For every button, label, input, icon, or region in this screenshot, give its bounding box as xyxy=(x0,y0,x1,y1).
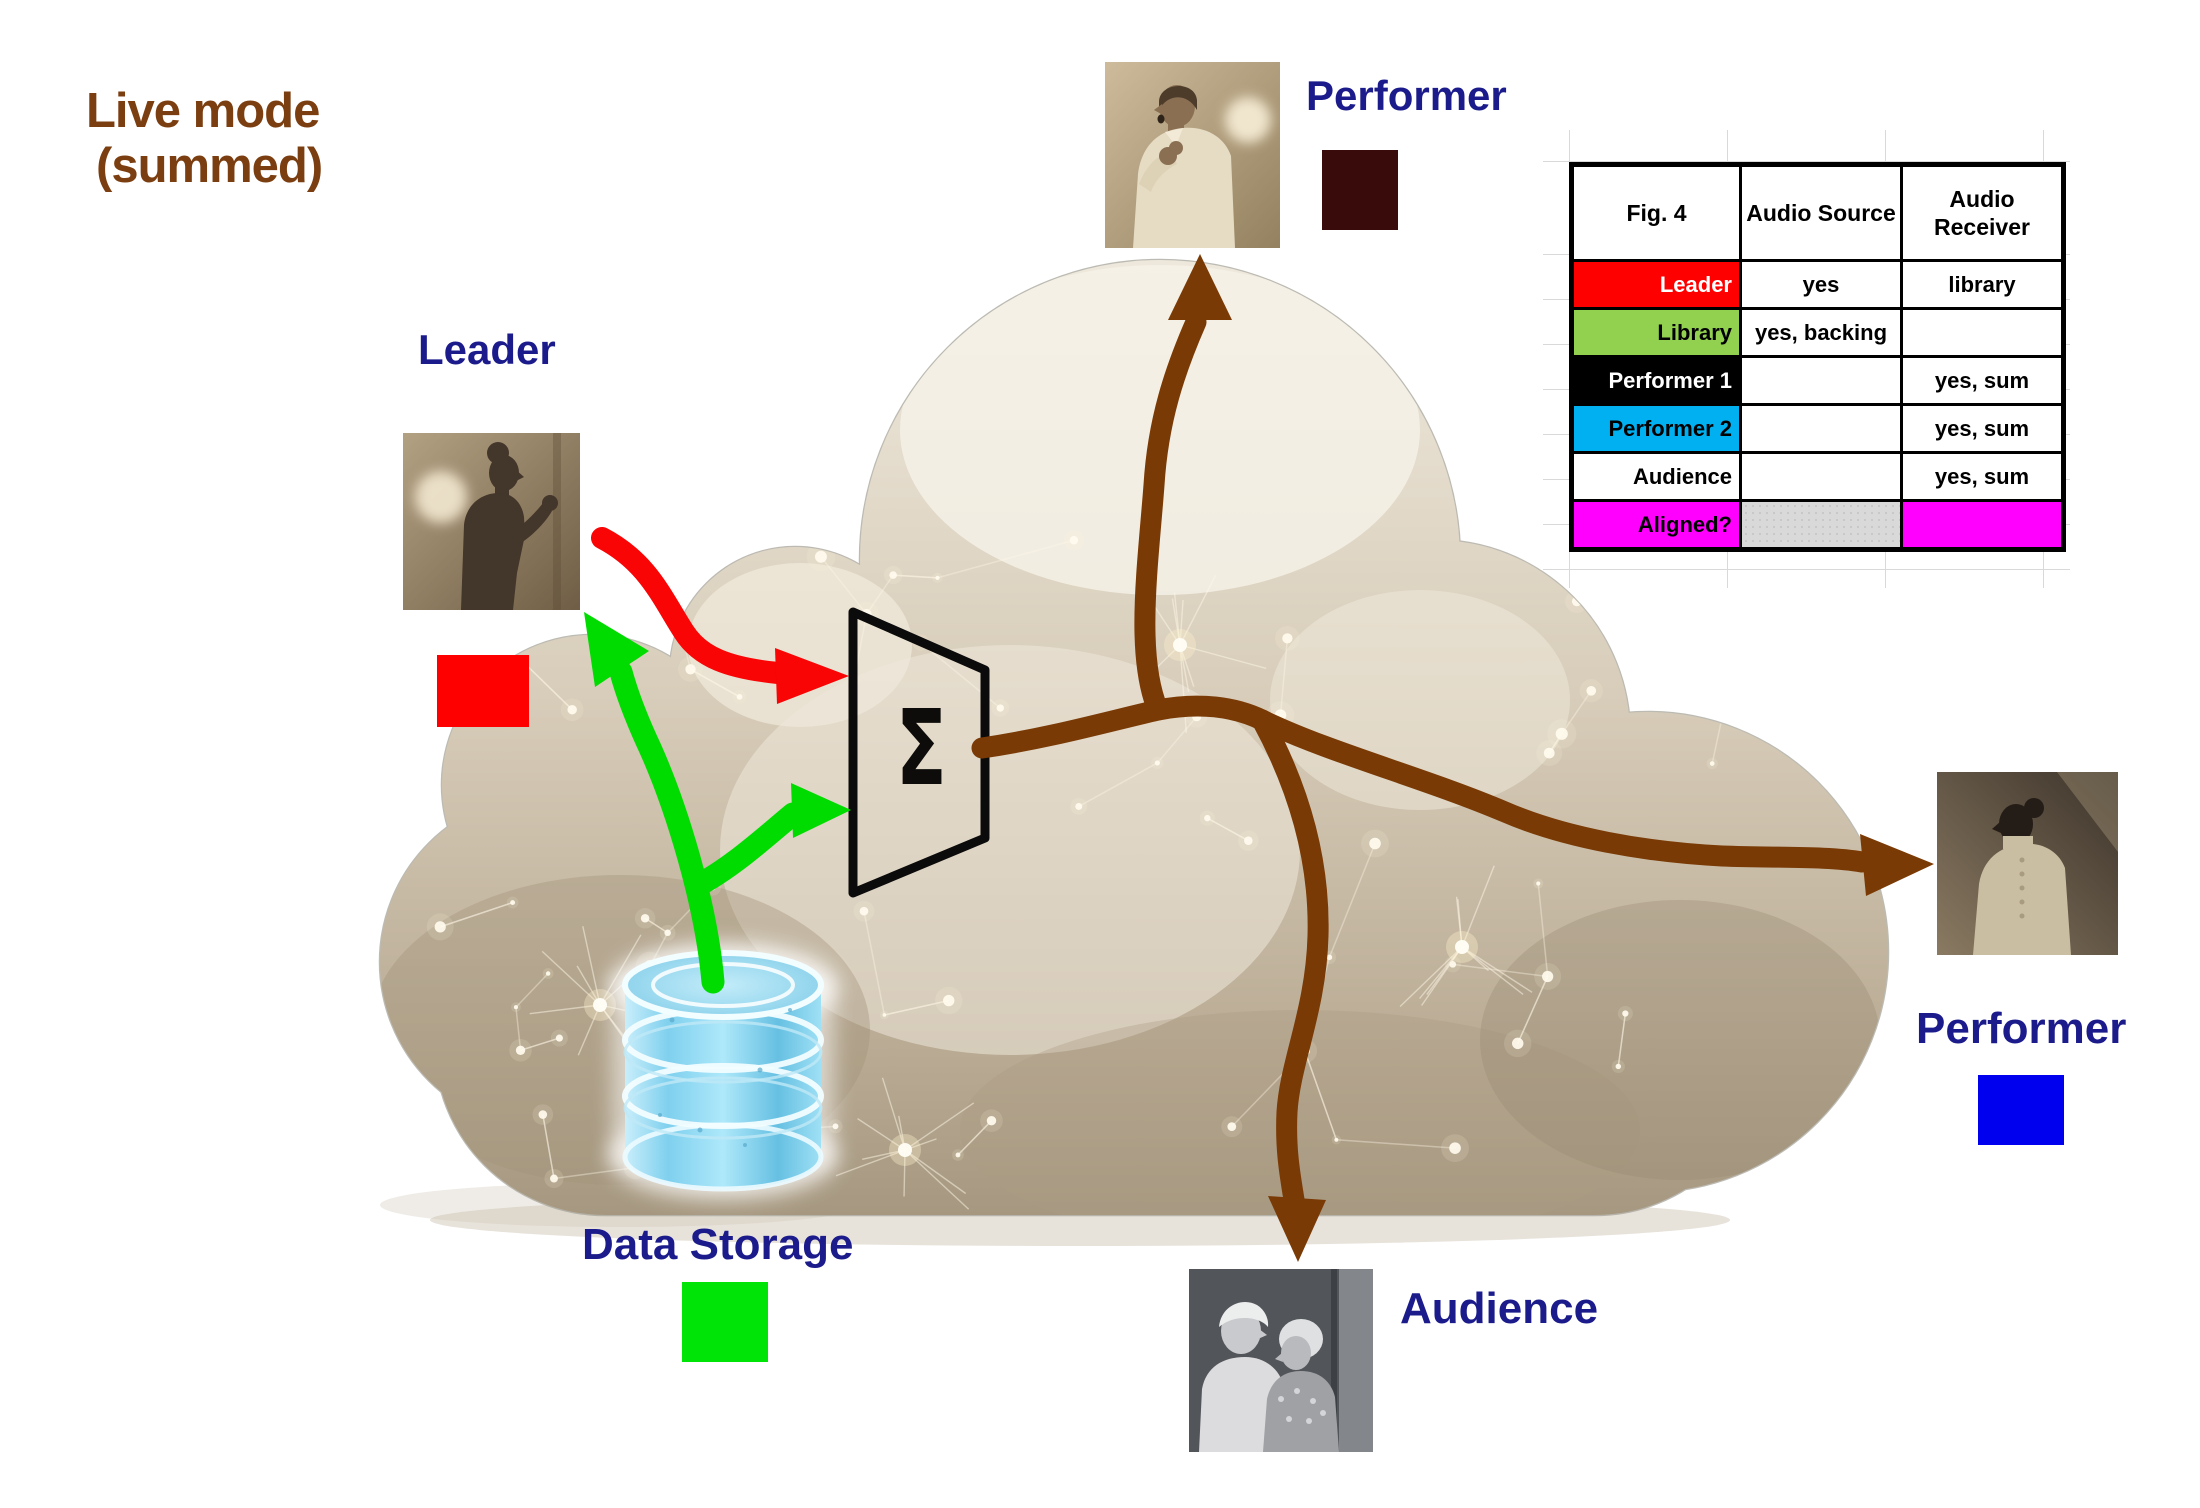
arrow-sum-to-performer-right-head xyxy=(1860,834,1934,896)
row-label: Performer 1 xyxy=(1570,355,1742,406)
leader-label: Leader xyxy=(418,326,556,373)
diagram-title-line1: Live mode xyxy=(86,84,320,138)
row-source: yes xyxy=(1739,259,1903,310)
data-storage-color-swatch xyxy=(682,1282,768,1362)
performer-right-color-swatch xyxy=(1978,1075,2064,1145)
row-source xyxy=(1739,499,1903,551)
arrow-storage-to-sum-head xyxy=(791,783,851,838)
data-storage-label: Data Storage xyxy=(582,1220,854,1269)
arrow-sum-to-audience xyxy=(1251,709,1329,1217)
table-row-aligned: Aligned? xyxy=(1570,499,2065,551)
audience-label: Audience xyxy=(1400,1284,1599,1333)
fig4-caption: Fig. 4 xyxy=(1570,163,1742,262)
row-label: Audience xyxy=(1570,451,1742,502)
performer-right-photo xyxy=(1937,772,2118,955)
row-label: Performer 2 xyxy=(1570,403,1742,454)
row-receiver xyxy=(1900,499,2065,551)
row-label: Leader xyxy=(1570,259,1742,310)
audience-photo xyxy=(1189,1269,1373,1452)
arrow-sum-to-audience-head xyxy=(1268,1196,1326,1262)
arrow-storage-to-leader xyxy=(609,660,725,994)
row-source xyxy=(1739,403,1903,454)
fig4-table: Fig. 4 Audio Source Audio Receiver Leade… xyxy=(1569,162,2066,552)
row-receiver: library xyxy=(1900,259,2065,310)
fig4-col-audio-receiver: Audio Receiver xyxy=(1900,163,2065,262)
row-label: Library xyxy=(1570,307,1742,358)
sum-block xyxy=(848,607,990,898)
diagram-title-line2: (summed) xyxy=(96,139,323,193)
arrow-storage-to-sum xyxy=(685,802,805,898)
row-receiver: yes, sum xyxy=(1900,451,2065,502)
table-row-performer-2: Performer 2 yes, sum xyxy=(1570,403,2065,454)
row-receiver: yes, sum xyxy=(1900,403,2065,454)
diagram-title: Live mode (summed) xyxy=(86,84,323,194)
leader-photo xyxy=(403,433,580,610)
arrow-sum-to-performer-top-head xyxy=(1168,254,1232,320)
performer-top-color-swatch xyxy=(1322,150,1398,230)
row-label: Aligned? xyxy=(1570,499,1742,551)
fig4-col-audio-source: Audio Source xyxy=(1739,163,1903,262)
row-source xyxy=(1739,355,1903,406)
arrow-leader-to-sum-head xyxy=(775,648,849,704)
performer-top-label: Performer xyxy=(1306,72,1507,119)
sigma-symbol: Σ xyxy=(895,687,947,809)
table-row-audience: Audience yes, sum xyxy=(1570,451,2065,502)
row-source xyxy=(1739,451,1903,502)
leader-color-swatch xyxy=(437,655,529,727)
table-row-library: Library yes, backing xyxy=(1570,307,2065,358)
table-row-performer-1: Performer 1 yes, sum xyxy=(1570,355,2065,406)
performer-right-label: Performer xyxy=(1916,1004,2127,1053)
arrow-storage-to-leader-head xyxy=(584,612,649,687)
table-row-leader: Leader yes library xyxy=(1570,259,2065,310)
performer-top-photo xyxy=(1105,62,1280,248)
row-receiver: yes, sum xyxy=(1900,355,2065,406)
row-receiver xyxy=(1900,307,2065,358)
arrow-sum-to-performer-right xyxy=(971,695,1873,873)
arrow-sum-to-performer-top xyxy=(1134,311,1207,721)
row-source: yes, backing xyxy=(1739,307,1903,358)
arrow-leader-to-sum xyxy=(591,527,789,684)
signal-arrows xyxy=(584,254,1934,1262)
